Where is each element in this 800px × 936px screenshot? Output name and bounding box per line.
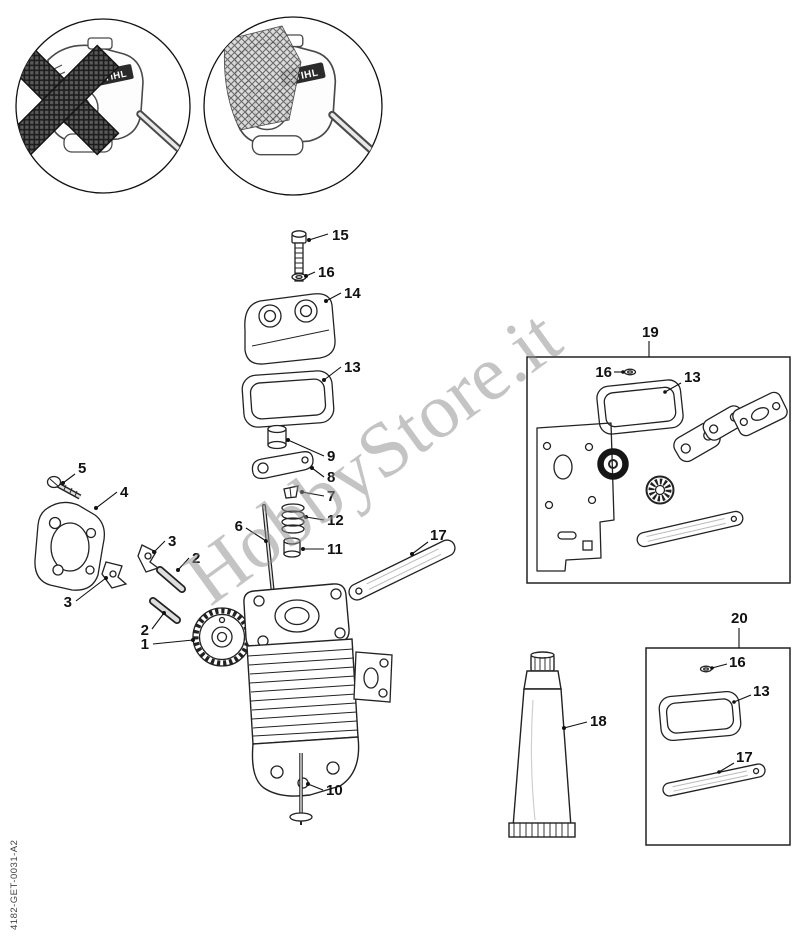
callout-3-upper-label: 3 <box>168 533 176 550</box>
part-11-spring-retainer <box>283 537 301 558</box>
gasket-set-20 <box>645 647 791 846</box>
part-1-cam-gear <box>192 607 252 667</box>
callout-10: 10 <box>306 782 343 799</box>
set19-gasket-13 <box>596 379 684 435</box>
part-4-cover-plate <box>34 501 106 591</box>
callout-3-lower-label: 3 <box>64 594 72 611</box>
model-inset-applicable <box>203 16 383 196</box>
callout-12-label: 12 <box>327 512 344 529</box>
callout-17: 17 <box>410 527 447 556</box>
callout-16: 16 <box>304 264 335 281</box>
highlighted-section-hatch <box>223 25 302 131</box>
part-15-screw <box>291 230 307 282</box>
callout-6: 6 <box>235 518 268 543</box>
watermark: HobbyStore.it <box>169 292 576 621</box>
callout-3-lower: 3 <box>64 576 108 611</box>
callout-19-16: 16 <box>595 364 625 381</box>
part-13-gasket <box>241 370 335 428</box>
callout-18: 18 <box>562 713 607 730</box>
part-2-pin-upper <box>156 566 186 593</box>
part-9-tappet <box>267 424 287 450</box>
callout-20-17-label: 17 <box>736 749 753 766</box>
part-17-gauge <box>348 539 456 601</box>
callout-4: 4 <box>94 484 129 510</box>
callout-1: 1 <box>141 636 195 653</box>
callout-15-label: 15 <box>332 227 349 244</box>
gasket-set-19-box <box>526 356 791 584</box>
callout-15: 15 <box>307 227 349 244</box>
callout-14: 14 <box>324 285 361 303</box>
part-8-rocker-arm <box>251 451 314 480</box>
part-16-washer <box>291 273 307 281</box>
callout-11: 11 <box>301 541 343 558</box>
set19-bearing <box>645 475 675 505</box>
callout-16-label: 16 <box>318 264 335 281</box>
set19-gauge <box>636 510 744 548</box>
part-7-keeper <box>283 485 299 499</box>
part-3-follower-upper <box>137 544 160 573</box>
callout-7: 7 <box>300 488 335 505</box>
part-6-push-rod <box>262 504 275 596</box>
callout-20: 20 <box>731 610 748 648</box>
callout-19-13-label: 13 <box>684 369 701 386</box>
main-assembly <box>34 230 456 825</box>
callout-12: 12 <box>304 512 344 529</box>
callout-3-upper: 3 <box>152 533 176 554</box>
callout-8-label: 8 <box>327 469 335 486</box>
callout-2-lower-label: 2 <box>141 622 149 639</box>
callout-1-label: 1 <box>141 636 149 653</box>
set20-gasket-13 <box>658 690 742 742</box>
callout-17-label: 17 <box>430 527 447 544</box>
gasket-set-20-box <box>645 647 791 846</box>
set20-washer-16 <box>699 665 713 673</box>
set19-oil-seal <box>597 448 629 480</box>
callout-5-label: 5 <box>78 460 86 477</box>
callout-20-label: 20 <box>731 610 748 627</box>
callout-9-label: 9 <box>327 448 335 465</box>
part-18-sealant-tube <box>508 651 576 838</box>
callout-11-label: 11 <box>327 541 343 558</box>
part-10-valve <box>289 753 313 825</box>
callout-13-label: 13 <box>344 359 361 376</box>
gasket-set-19 <box>526 356 791 584</box>
callout-20-13-label: 13 <box>753 683 770 700</box>
callout-18-label: 18 <box>590 713 607 730</box>
callout-20-17: 17 <box>717 749 753 774</box>
part-14-valve-cover <box>244 293 336 365</box>
model-inset-excluded <box>15 18 191 194</box>
callout-5: 5 <box>61 460 86 485</box>
callout-8: 8 <box>310 466 335 486</box>
set19-washer-16 <box>623 368 637 376</box>
callout-20-13: 13 <box>732 683 770 704</box>
callout-9: 9 <box>286 438 335 465</box>
set19-muffler-gasket <box>732 391 788 437</box>
callout-6-label: 6 <box>235 518 243 535</box>
part-12-valve-spring <box>281 503 305 534</box>
callout-2-upper: 2 <box>176 550 200 572</box>
diagram-code: 4182-GET-0031-A2 <box>9 840 20 930</box>
callout-19-label: 19 <box>642 324 659 341</box>
callout-7-label: 7 <box>327 488 335 505</box>
callout-2-lower: 2 <box>141 611 166 639</box>
callout-20-16-label: 16 <box>729 654 746 671</box>
callouts: 15 16 14 13 9 8 7 12 <box>61 227 770 799</box>
set19-large-gasket <box>536 422 615 572</box>
callout-20-16: 16 <box>710 654 746 671</box>
callout-2-upper-label: 2 <box>192 550 200 567</box>
callout-4-label: 4 <box>120 484 129 501</box>
callout-10-label: 10 <box>326 782 343 799</box>
part-5-screw <box>46 475 82 500</box>
part-cylinder-assembly <box>243 583 393 797</box>
part-3-follower-lower <box>101 561 128 589</box>
callout-14-label: 14 <box>344 285 361 302</box>
set20-gauge <box>662 763 766 797</box>
part-2-pin-lower <box>149 597 181 624</box>
callout-19: 19 <box>642 324 659 357</box>
callout-19-13: 13 <box>663 369 701 394</box>
callout-13: 13 <box>322 359 361 382</box>
callout-19-16-label: 16 <box>595 364 612 381</box>
